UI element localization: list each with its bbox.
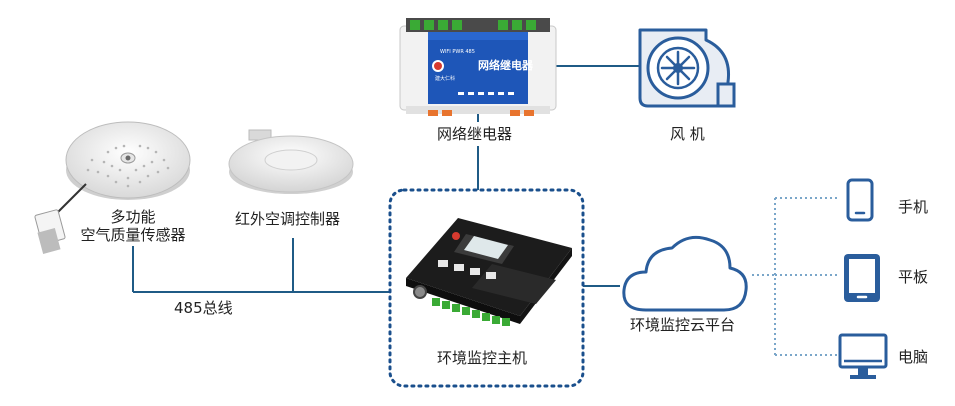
- svg-text:建大仁科: 建大仁科: [435, 75, 455, 82]
- sensor-label-line1: 多功能: [110, 208, 156, 226]
- host-dotted-border: [388, 188, 585, 388]
- svg-text:WIFI PWR 485: WIFI PWR 485: [440, 49, 475, 55]
- monitor-icon: [838, 333, 888, 383]
- cloud-icon: [618, 228, 752, 316]
- bus-label: 485总线: [174, 299, 233, 317]
- monitoring-host-device: [396, 208, 578, 326]
- fan-label: 风 机: [670, 125, 705, 143]
- phone-label: 手机: [898, 198, 929, 216]
- cloud-label: 环境监控云平台: [630, 316, 736, 334]
- tablet-icon: [842, 252, 882, 304]
- ir-ac-controller: [225, 128, 357, 198]
- sensor-label-line2: 空气质量传感器: [80, 226, 186, 244]
- pc-label: 电脑: [898, 348, 929, 366]
- phone-icon: [846, 178, 874, 222]
- ac-controller-label: 红外空调控制器: [235, 210, 341, 228]
- tablet-label: 平板: [898, 268, 929, 286]
- svg-text:网络继电器: 网络继电器: [478, 58, 534, 72]
- air-quality-sensor: [28, 112, 196, 260]
- host-label: 环境监控主机: [437, 349, 528, 367]
- fan-icon: [636, 22, 736, 112]
- relay-label: 网络继电器: [437, 125, 513, 143]
- network-relay-device: WIFI PWR 485 网络继电器 建大仁科: [398, 18, 558, 118]
